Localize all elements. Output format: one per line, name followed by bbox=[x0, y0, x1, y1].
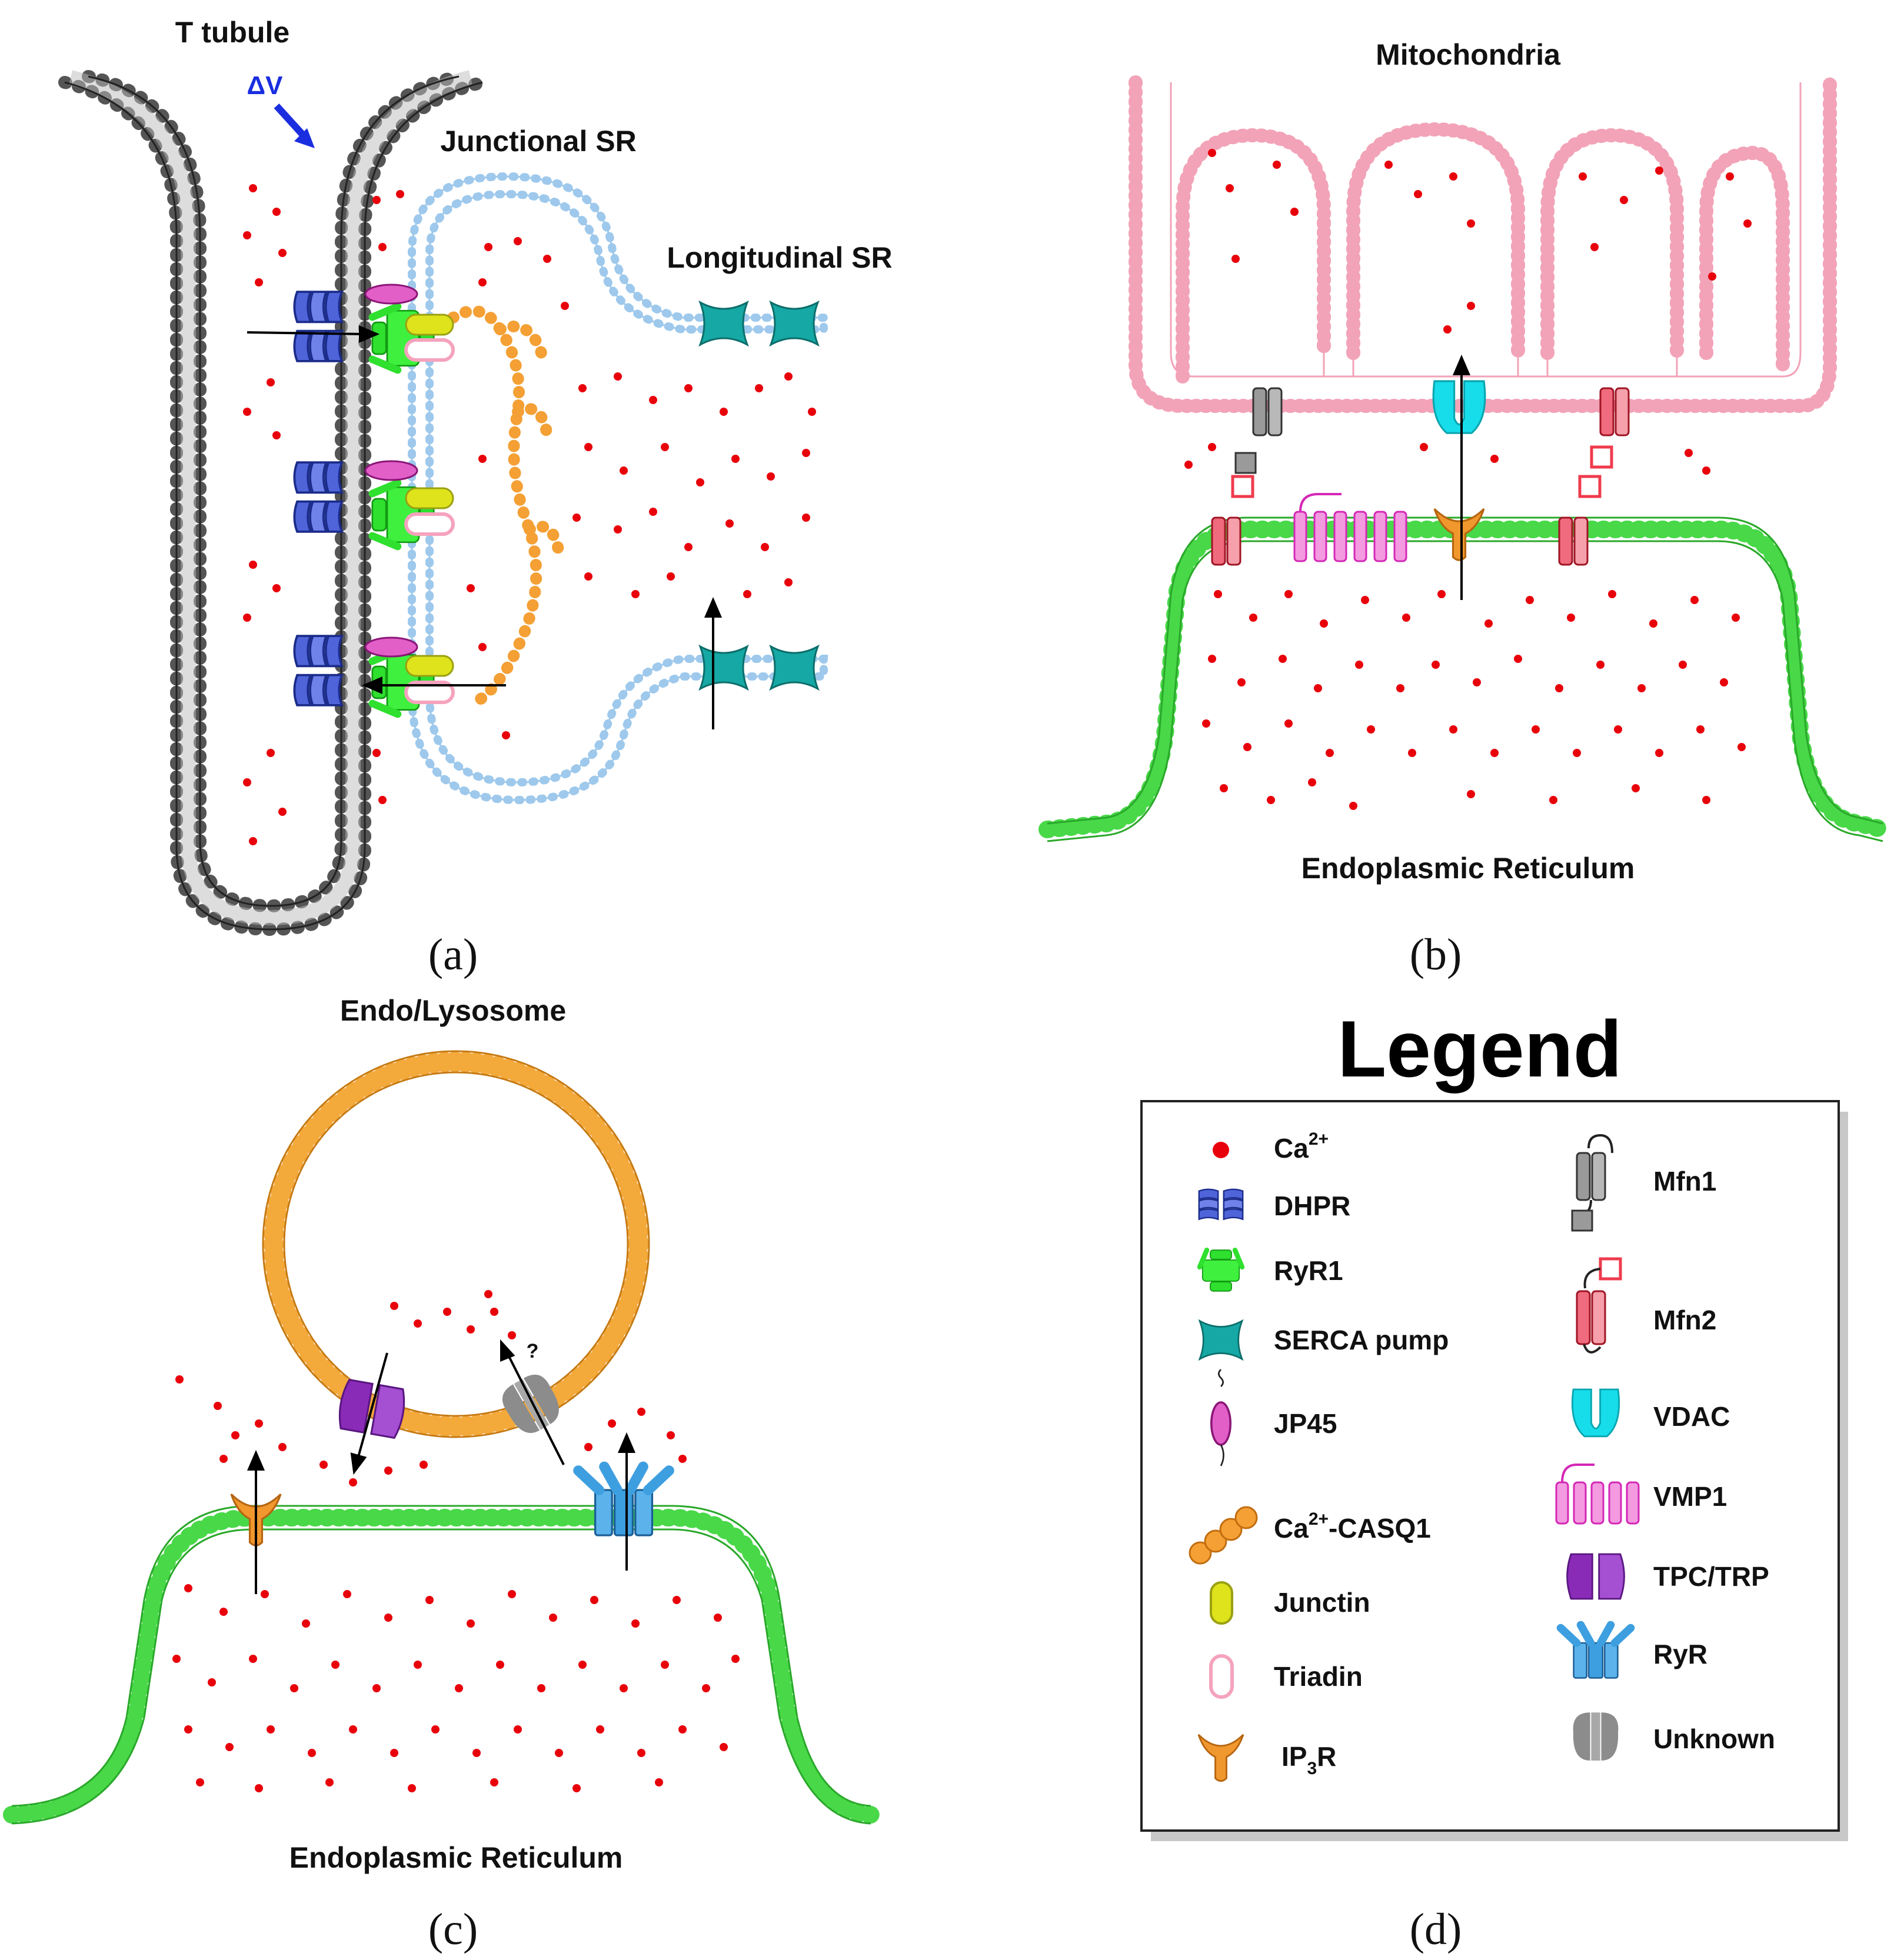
label-delta-v: ΔV bbox=[247, 71, 284, 100]
casq1-icon bbox=[1189, 1506, 1258, 1565]
serca-pump bbox=[770, 645, 819, 690]
er-membrane-c bbox=[3, 1509, 880, 1824]
caption-b: (b) bbox=[1410, 930, 1462, 979]
calcium-dots-b bbox=[1184, 149, 1752, 475]
legend-label-ca: Ca2+ bbox=[1274, 1129, 1329, 1164]
legend-box bbox=[1140, 1100, 1840, 1832]
caption-a: (a) bbox=[428, 930, 478, 979]
serca-pump-icon bbox=[1199, 1320, 1243, 1360]
mfn1-icon bbox=[1571, 1134, 1613, 1232]
junctin-icon bbox=[1210, 1581, 1233, 1625]
legend-label-mfn1: Mfn1 bbox=[1653, 1166, 1716, 1196]
legend-label-unknown: Unknown bbox=[1653, 1724, 1775, 1754]
panel-b: Mitochondria Endoplasmic Reticulum (b) bbox=[1038, 38, 1892, 979]
mfn-tethers bbox=[1211, 387, 1630, 566]
label-er-c: Endoplasmic Reticulum bbox=[289, 1841, 623, 1874]
legend-label-vmp1: VMP1 bbox=[1653, 1481, 1727, 1512]
calcium-dots bbox=[243, 184, 816, 845]
flux-arrows bbox=[247, 325, 723, 729]
label-question: ? bbox=[527, 1340, 539, 1362]
flux-arrows-c bbox=[247, 1339, 636, 1594]
calcium-dots-c bbox=[175, 1290, 687, 1486]
vmp1 bbox=[1293, 493, 1407, 562]
dhpr bbox=[293, 635, 343, 706]
vmp1-icon bbox=[1555, 1464, 1640, 1525]
dhpr bbox=[293, 461, 343, 533]
calcium-dots-er-b bbox=[1202, 590, 1746, 810]
unknown-channel-icon bbox=[1573, 1712, 1619, 1761]
casq1-polymer bbox=[447, 305, 565, 712]
er-membrane-b bbox=[1038, 521, 1892, 838]
legend-label-serca: SERCA pump bbox=[1274, 1325, 1449, 1355]
legend-label-ryr1: RyR1 bbox=[1274, 1255, 1343, 1286]
legend-label-jp45: JP45 bbox=[1274, 1408, 1337, 1439]
legend-label-dhpr: DHPR bbox=[1274, 1191, 1350, 1221]
triadin-icon bbox=[1209, 1654, 1234, 1699]
legend-right-labels: Mfn1 Mfn2 VDAC VMP1 TPC/TRP RyR Unknown bbox=[1653, 1166, 1775, 1754]
mitochondria-membrane bbox=[1129, 75, 1837, 413]
label-t-tubule: T tubule bbox=[175, 16, 289, 49]
legend-label-triadin: Triadin bbox=[1274, 1661, 1363, 1692]
junctin-triadin-group bbox=[364, 284, 455, 704]
label-mitochondria: Mitochondria bbox=[1376, 38, 1561, 71]
dhpr bbox=[293, 291, 343, 362]
serca-pump bbox=[699, 645, 748, 690]
label-longitudinal-sr: Longitudinal SR bbox=[667, 241, 892, 274]
legend-label-ryr: RyR bbox=[1653, 1639, 1707, 1669]
caption-d: (d) bbox=[1410, 1905, 1462, 1954]
legend-left-labels: Ca2+ DHPR RyR1 SERCA pump JP45 Ca2+-CASQ… bbox=[1274, 1129, 1449, 1778]
caption-c: (c) bbox=[428, 1905, 478, 1954]
legend-label-tpc-trp: TPC/TRP bbox=[1653, 1561, 1769, 1592]
delta-v-arrow bbox=[274, 103, 309, 141]
legend-label-mfn2: Mfn2 bbox=[1653, 1305, 1716, 1335]
legend-label-vdac: VDAC bbox=[1653, 1401, 1730, 1432]
legend-title: Legend bbox=[1337, 1004, 1622, 1094]
label-er-b: Endoplasmic Reticulum bbox=[1301, 852, 1635, 885]
calcium-dot-icon bbox=[1213, 1142, 1229, 1158]
calcium-dots-er-c bbox=[172, 1584, 740, 1792]
label-junctional-sr: Junctional SR bbox=[440, 125, 636, 158]
mfn2-icon bbox=[1576, 1257, 1622, 1354]
label-endolysosome: Endo/Lysosome bbox=[340, 994, 566, 1027]
serca-pump bbox=[699, 301, 748, 346]
panel-d: Legend Ca2+ DHPR RyR1 SERCA pump JP45 Ca… bbox=[1140, 1004, 1848, 1954]
legend-label-junctin: Junctin bbox=[1274, 1587, 1370, 1618]
legend-label-ip3r: IP3R bbox=[1281, 1741, 1336, 1778]
panel-c: ? Endo/Lysosome Endoplasmic Reticulum (c… bbox=[3, 994, 880, 1954]
unknown-channel bbox=[497, 1368, 567, 1440]
legend-label-casq1: Ca2+-CASQ1 bbox=[1274, 1509, 1431, 1544]
lysosome-membrane bbox=[264, 1052, 648, 1436]
flux-arrows-b bbox=[1452, 354, 1471, 600]
panel-a: T tubule ΔV Junctional SR Longitudinal S… bbox=[58, 16, 893, 979]
serca-pump bbox=[770, 301, 819, 346]
